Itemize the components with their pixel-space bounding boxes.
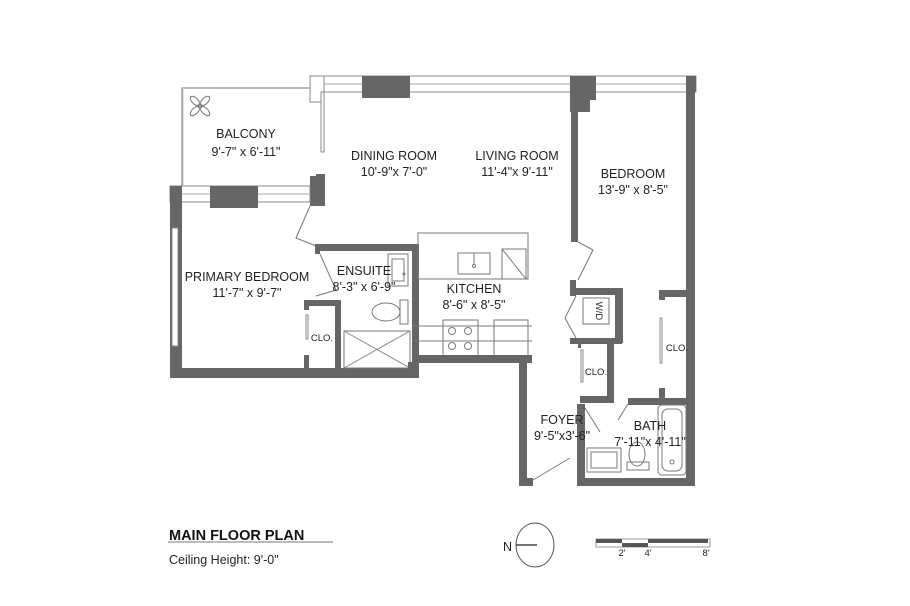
washer-dryer-closet <box>564 280 623 344</box>
top-wall <box>309 75 697 112</box>
ceiling-height: Ceiling Height: 9'-0" <box>169 553 279 567</box>
svg-text:11'-4"x 9'-11": 11'-4"x 9'-11" <box>481 165 553 179</box>
svg-text:BATH: BATH <box>634 419 666 433</box>
svg-text:8'-6" x 8'-5": 8'-6" x 8'-5" <box>443 298 506 312</box>
washer-dryer-icon: W/D <box>582 297 610 325</box>
balcony-outline <box>181 87 310 188</box>
room-bedroom: BEDROOM 13'-9" x 8'-5" <box>598 167 668 197</box>
closet-label-foyer: CLO. <box>585 367 607 378</box>
primary-closet-door <box>305 314 309 340</box>
svg-text:8': 8' <box>702 548 709 559</box>
primary-bedroom-top-wall <box>169 185 311 226</box>
svg-text:8'-3" x 6'-9": 8'-3" x 6'-9" <box>333 280 396 294</box>
plant-icon <box>189 95 211 117</box>
svg-text:FOYER: FOYER <box>540 413 583 427</box>
ensuite-walls <box>304 244 419 378</box>
room-living: LIVING ROOM 11'-4"x 9'-11" <box>475 149 558 179</box>
svg-text:7'-11"x 4'-11": 7'-11"x 4'-11" <box>614 435 686 449</box>
svg-text:4': 4' <box>644 548 651 559</box>
svg-text:DINING ROOM: DINING ROOM <box>351 149 437 163</box>
toilet-icon <box>371 299 409 325</box>
primary-bottom-wall <box>170 368 416 378</box>
scale-bar-icon: 2' 4' 8' <box>595 538 711 559</box>
foyer-left-wall <box>519 355 527 485</box>
room-primary-bedroom: PRIMARY BEDROOM 11'-7" x 9'-7" <box>185 270 310 300</box>
svg-text:PRIMARY BEDROOM: PRIMARY BEDROOM <box>185 270 310 284</box>
room-foyer: FOYER 9'-5"x3'-6" <box>534 413 590 443</box>
right-wall <box>686 90 695 486</box>
room-bath: BATH 7'-11"x 4'-11" <box>614 419 686 449</box>
stove-icon <box>442 319 479 357</box>
room-balcony: BALCONY 9'-7" x 6'-11" <box>211 127 280 159</box>
room-kitchen: KITCHEN 8'-6" x 8'-5" <box>443 282 506 312</box>
svg-text:13'-9" x 8'-5": 13'-9" x 8'-5" <box>598 183 668 197</box>
svg-text:BALCONY: BALCONY <box>216 127 276 141</box>
foyer-closet <box>578 340 614 403</box>
closet-label-primary: CLO. <box>311 333 333 344</box>
svg-text:LIVING ROOM: LIVING ROOM <box>475 149 558 163</box>
svg-text:9'-7" x 6'-11": 9'-7" x 6'-11" <box>211 145 280 159</box>
kitchen-corner-wall <box>408 362 416 378</box>
kitchen-counter <box>412 319 532 357</box>
closet-label-bedroom: CLO. <box>666 343 688 354</box>
bath-toilet-icon <box>626 441 650 471</box>
svg-text:9'-5"x3'-6": 9'-5"x3'-6" <box>534 429 590 443</box>
bedroom-left-wall <box>571 92 578 242</box>
kitchen-island <box>417 232 529 280</box>
svg-text:W/D: W/D <box>593 302 604 321</box>
bathtub-icon <box>657 404 687 476</box>
bath-walls <box>577 398 695 486</box>
shower-icon <box>343 330 411 369</box>
entry-door <box>532 457 571 481</box>
svg-text:N: N <box>503 540 512 554</box>
balcony-door <box>310 91 325 206</box>
plan-title: MAIN FLOOR PLAN <box>169 528 304 544</box>
sink-icon <box>387 253 409 287</box>
bedroom-closet <box>659 290 689 402</box>
kitchen-bottom-wall <box>412 355 532 363</box>
fridge-icon <box>493 319 529 357</box>
bath-sink-icon <box>586 447 622 473</box>
north-arrow-icon: N <box>503 522 555 568</box>
svg-text:KITCHEN: KITCHEN <box>447 282 502 296</box>
dishwasher-icon <box>501 248 527 280</box>
primary-window <box>171 227 179 347</box>
plan-legend: MAIN FLOOR PLAN Ceiling Height: 9'-0" <box>168 528 333 567</box>
room-ensuite: ENSUITE 8'-3" x 6'-9" <box>333 264 396 294</box>
svg-text:BEDROOM: BEDROOM <box>601 167 666 181</box>
svg-text:2': 2' <box>618 548 625 559</box>
svg-text:ENSUITE: ENSUITE <box>337 264 391 278</box>
svg-text:10'-9"x 7'-0": 10'-9"x 7'-0" <box>361 165 427 179</box>
svg-text:11'-7" x 9'-7": 11'-7" x 9'-7" <box>212 286 281 300</box>
room-dining: DINING ROOM 10'-9"x 7'-0" <box>351 149 437 179</box>
primary-door <box>295 205 317 247</box>
bedroom-door <box>577 241 594 281</box>
foyer-bottom-left <box>519 478 533 486</box>
